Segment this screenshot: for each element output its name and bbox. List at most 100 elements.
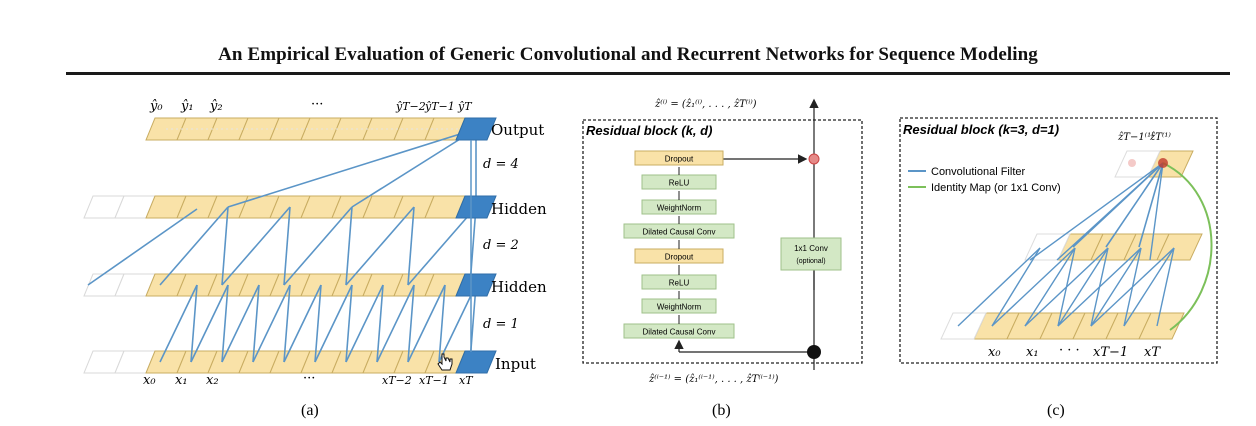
- output-label-1: ŷ₁: [180, 99, 194, 114]
- top-label-t-1: ẑT−1⁽¹⁾: [1117, 132, 1154, 143]
- conn-d1: [190, 284, 229, 363]
- conn-d4: [351, 128, 477, 208]
- k3-conn-top: [1056, 162, 1164, 261]
- residual-block-title: Residual block (k, d): [586, 123, 712, 138]
- caption-c: (c): [1047, 402, 1065, 419]
- conn-d1: [438, 284, 446, 363]
- conn-d1: [407, 284, 415, 363]
- k3-conn-bottom: [1156, 247, 1175, 327]
- input-label-2: x₂: [206, 373, 219, 388]
- svg-text:ReLU: ReLU: [669, 179, 690, 188]
- conn-d1: [314, 284, 353, 363]
- previous-sum-node: [1128, 159, 1136, 167]
- legend-identity-label: Identity Map (or 1x1 Conv): [931, 182, 1061, 194]
- k3-conn-bottom: [1123, 247, 1175, 327]
- conn-d1: [283, 284, 291, 363]
- k3-conn-bottom: [957, 247, 1041, 327]
- input-label-t: xT: [459, 374, 474, 387]
- input-label-t-2: xT−2: [382, 374, 412, 387]
- conn-d2: [159, 206, 229, 286]
- svg-text:Dropout: Dropout: [665, 155, 694, 164]
- output-label-t-2: ŷT−2: [395, 100, 426, 113]
- output-label-t: ŷT: [457, 100, 473, 113]
- identity-map-curve: [1162, 162, 1213, 331]
- k3-conn-top: [1149, 162, 1164, 261]
- residual-block-frame: [582, 119, 863, 364]
- conn-d2: [345, 206, 353, 286]
- conn-d1: [438, 284, 477, 363]
- conn-d1: [159, 284, 198, 363]
- legend-filter-label: Convolutional Filter: [931, 166, 1025, 178]
- caption-b: (b): [712, 402, 731, 419]
- k3-connections: [957, 162, 1175, 327]
- svg-text:WeightNorm: WeightNorm: [657, 204, 702, 213]
- conn-d4: [227, 128, 477, 208]
- output-label-dots: ···: [311, 97, 323, 112]
- highlighted-cells: [455, 117, 497, 374]
- k3-input-label-0: x₀: [988, 345, 1001, 360]
- k3-input-label-t-1: xT−1: [1093, 345, 1128, 360]
- hidden-row-2-highlight-cell: [455, 195, 497, 219]
- stack-dilated-conv-top: Dilated Causal Conv: [623, 223, 735, 239]
- k3-conn-bottom: [1024, 247, 1076, 327]
- k3-conn-bottom: [1024, 247, 1109, 327]
- stack-dropout-top: Dropout: [634, 150, 724, 166]
- svg-text:WeightNorm: WeightNorm: [657, 303, 702, 312]
- output-row-highlight-cell: [455, 117, 497, 141]
- stack-relu-bottom: ReLU: [641, 274, 717, 290]
- hidden-row-1-highlight-cell: [455, 273, 497, 297]
- k3-input-label-t: xT: [1144, 345, 1161, 360]
- layer-label-hidden-1: Hidden: [491, 278, 547, 296]
- conn-d1: [345, 284, 353, 363]
- k3-conn-bottom: [991, 247, 1076, 327]
- tcn-layer-rows: [83, 117, 466, 374]
- conn-d1: [345, 284, 384, 363]
- k3-ghost-cell: [940, 312, 987, 340]
- k3-conn-bottom: [991, 247, 1041, 327]
- stack-weightnorm-bottom: WeightNorm: [641, 298, 717, 314]
- residual-block-k3-title: Residual block (k=3, d=1): [903, 122, 1059, 137]
- conn-d1: [252, 284, 291, 363]
- k3-conn-top: [1105, 162, 1164, 248]
- dilation-label-2: d = 2: [483, 238, 519, 253]
- output-label-t-1: ŷT−1: [424, 100, 455, 113]
- conn-d2: [407, 206, 415, 286]
- conn-d1: [221, 284, 260, 363]
- k3-conn-bottom: [1090, 247, 1142, 327]
- panel-a: ŷ₀ ŷ₁ ŷ₂ ··· ŷT−2 ŷT−1 ŷT Output Hidden …: [83, 97, 547, 419]
- k3-input-row-cell: [1138, 312, 1185, 340]
- output-formula: ẑ⁽ⁱ⁾ = (ẑ₁⁽ⁱ⁾, . . . , ẑT⁽ⁱ⁾): [654, 99, 757, 110]
- pointer-hand-icon: [437, 353, 453, 371]
- output-sum-node: [1158, 158, 1168, 168]
- svg-text:(optional): (optional): [796, 258, 825, 265]
- stack-dropout-bottom: Dropout: [634, 248, 724, 264]
- input-label-0: x₀: [143, 373, 156, 388]
- dilation-label-4: d = 4: [483, 157, 519, 172]
- conn-d2: [345, 206, 415, 286]
- conn-d1: [221, 284, 229, 363]
- stack-weightnorm-top: WeightNorm: [641, 199, 717, 215]
- conn-d1: [252, 284, 260, 363]
- sum-node: [808, 153, 820, 165]
- svg-text:Dilated Causal Conv: Dilated Causal Conv: [643, 228, 716, 237]
- k3-layer-rows: [940, 150, 1203, 340]
- layer-label-hidden-2: Hidden: [491, 200, 547, 218]
- svg-text:Dropout: Dropout: [665, 253, 694, 262]
- k3-conn-bottom: [1057, 247, 1109, 327]
- residual-block-k3-frame: [899, 117, 1218, 364]
- conn-d2: [221, 206, 291, 286]
- layer-label-input: Input: [495, 355, 536, 373]
- paper-title: An Empirical Evaluation of Generic Convo…: [218, 44, 1038, 65]
- panel-c: Residual block (k=3, d=1) ẑT−1⁽¹⁾ ẑT⁽¹⁾ …: [899, 117, 1218, 419]
- svg-text:ReLU: ReLU: [669, 279, 690, 288]
- k3-conn-bottom: [1090, 247, 1175, 327]
- k3-input-label-1: x₁: [1026, 345, 1039, 360]
- conn-d1: [190, 284, 198, 363]
- conn-d2: [283, 206, 353, 286]
- input-formula: ẑ⁽ⁱ⁻¹⁾ = (ẑ₁⁽ⁱ⁻¹⁾, . . . , ẑT⁽ⁱ⁻¹⁾): [648, 374, 779, 385]
- dilation-label-1: d = 1: [483, 317, 519, 332]
- residual-stack: Dropout ReLU WeightNorm Dilated Causal C…: [623, 150, 735, 339]
- svg-text:1x1 Conv: 1x1 Conv: [794, 244, 828, 253]
- one-by-one-conv-box: 1x1 Conv (optional): [780, 237, 842, 271]
